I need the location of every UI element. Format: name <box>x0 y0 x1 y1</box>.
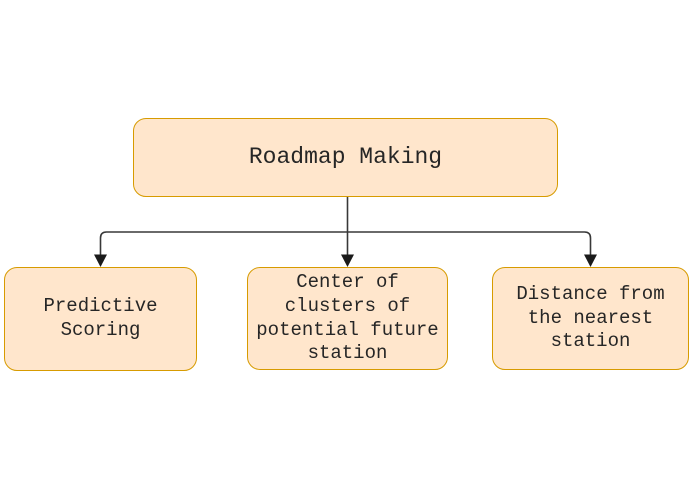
arrowhead-right-icon <box>584 254 597 267</box>
arrowhead-left-icon <box>94 254 107 267</box>
connector-root-to-left-child <box>99 231 348 256</box>
node-center-of-clusters-label: Center of clusters of potential future s… <box>256 271 439 365</box>
node-predictive-scoring: Predictive Scoring <box>4 267 197 371</box>
arrowhead-center-icon <box>341 254 354 267</box>
node-distance-from-nearest-station-label: Distance from the nearest station <box>516 282 665 353</box>
node-predictive-scoring-label: Predictive Scoring <box>43 295 158 341</box>
node-roadmap-making-label: Roadmap Making <box>248 144 443 171</box>
node-center-of-clusters: Center of clusters of potential future s… <box>247 267 448 370</box>
connector-root-to-right-child <box>347 231 592 256</box>
node-distance-from-nearest-station: Distance from the nearest station <box>492 267 689 370</box>
node-roadmap-making: Roadmap Making <box>133 118 558 197</box>
